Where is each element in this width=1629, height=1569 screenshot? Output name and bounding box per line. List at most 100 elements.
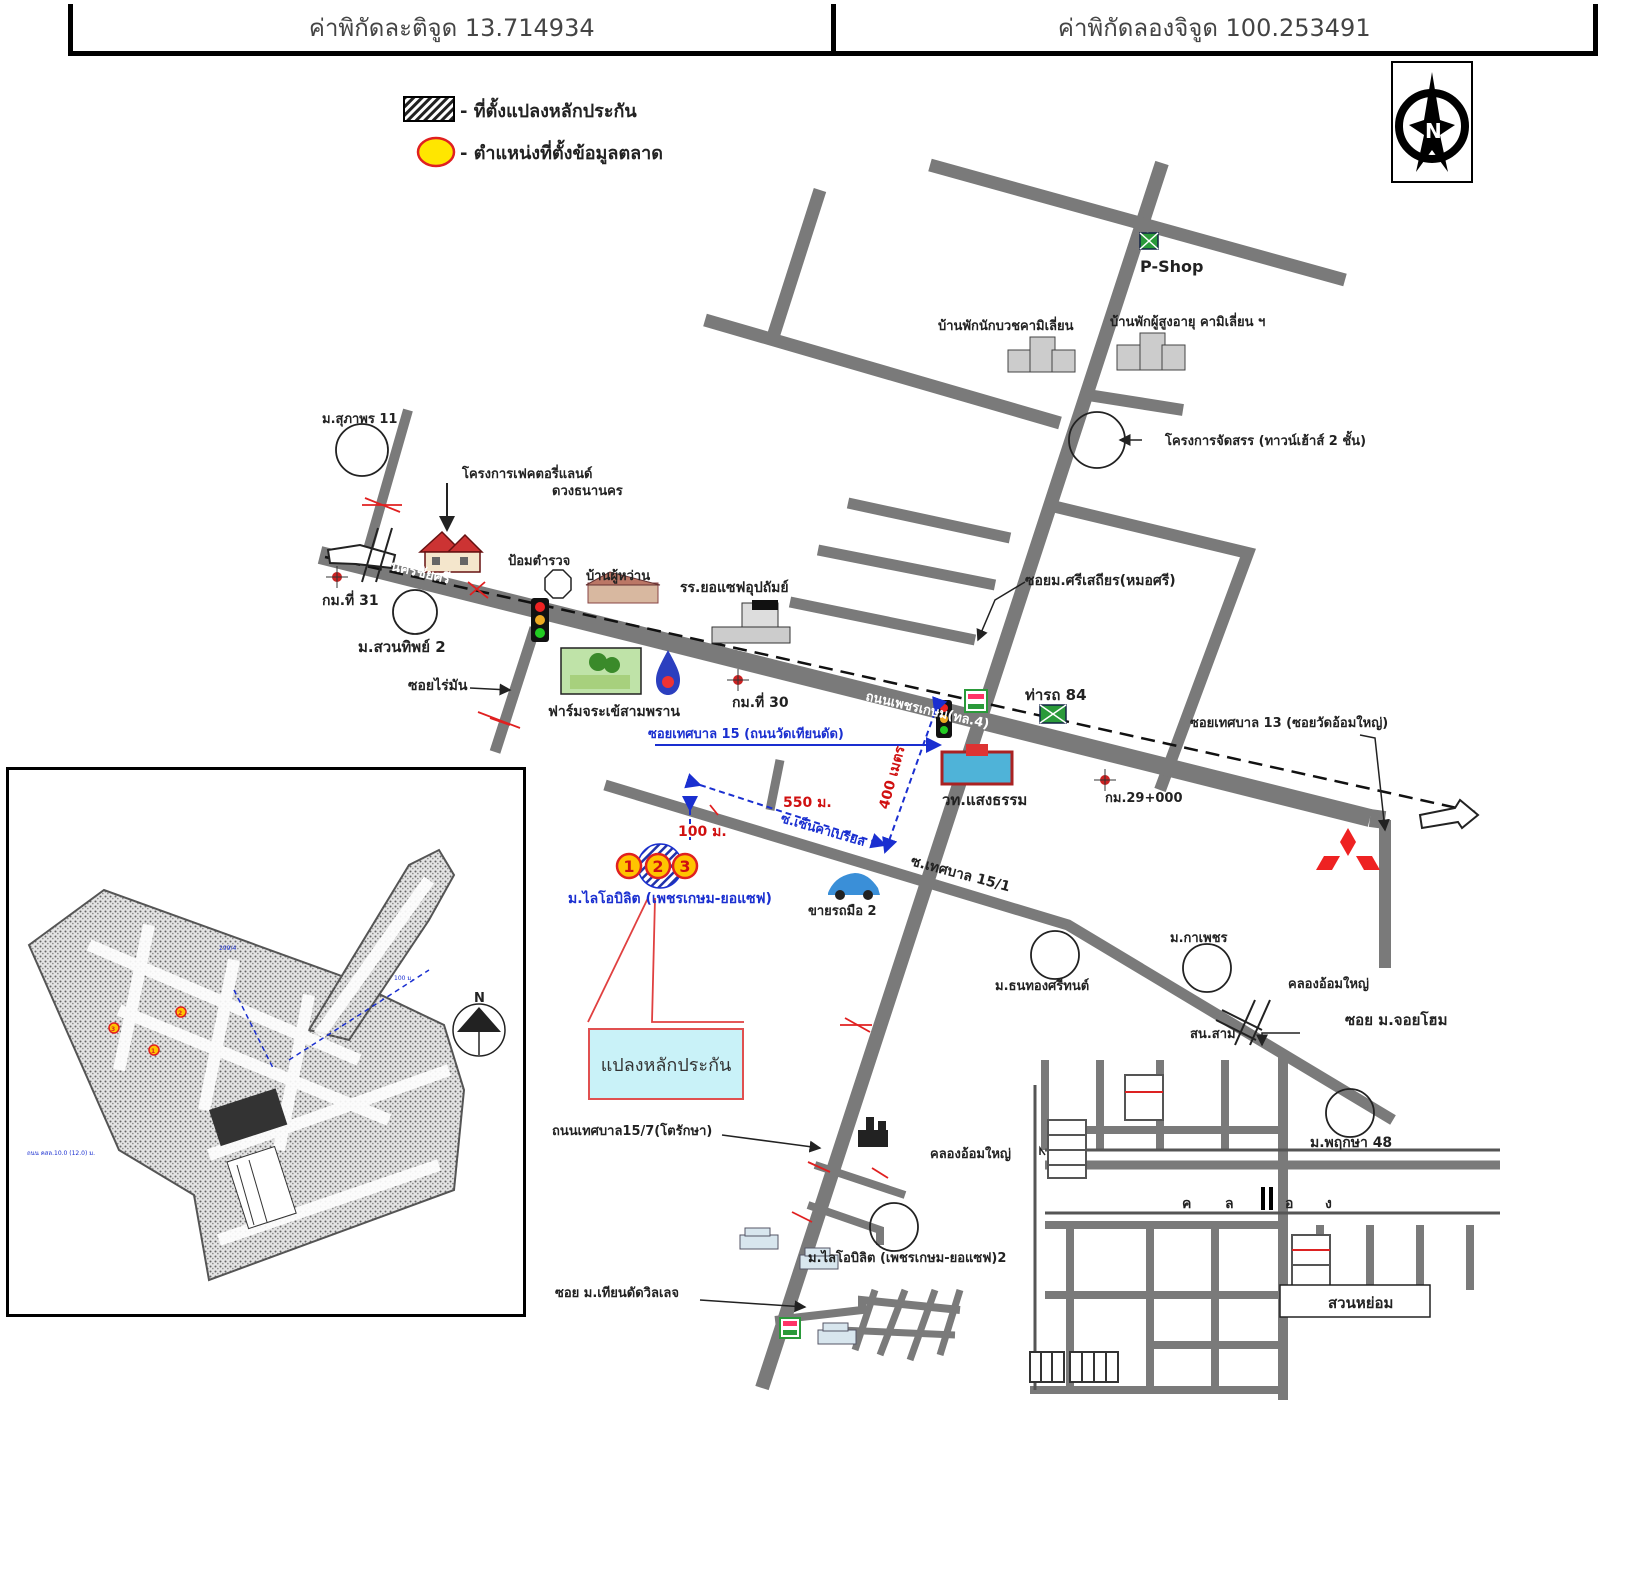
inset-north-label: N — [474, 991, 485, 1006]
housing-grid — [1029, 1060, 1500, 1394]
coordinate-bar: ค่าพิกัดละติจูด 13.714934 ค่าพิกัดลองจิจ… — [68, 4, 1598, 56]
bridge-marks — [361, 527, 1271, 1046]
site-plan-svg: 3 2 1 ถนน คสล.10.0 (12.0) ม. 299/4 100 ม… — [27, 848, 506, 1282]
estate-baan2 — [869, 1202, 919, 1252]
road-soi-right — [1087, 389, 1184, 416]
road-supaporn — [360, 408, 413, 562]
label-jaddsorn: โครงการจัดสรร (ทาวน์เฮ้าส์ 2 ชั้น) — [1164, 430, 1366, 449]
collateral-site: 1 2 3 — [587, 843, 744, 1023]
market-marker-2: 2 — [644, 852, 672, 880]
label-soi-tien: ซอย ม.เทียนดัดวิลเลจ — [555, 1285, 679, 1301]
inset-marker-1-label: 1 — [151, 1048, 155, 1055]
estate-thong — [1030, 930, 1080, 980]
label-sama: สน.สาม — [1190, 1027, 1236, 1042]
estate-supaporn — [335, 423, 389, 477]
label-dist-550: 550 ม. — [783, 795, 832, 811]
estate-pruksa — [1325, 1088, 1375, 1138]
building-icon-elderly-home — [1116, 332, 1186, 371]
latitude-label: ค่าพิกัดละติจูด 13.714934 — [308, 14, 595, 42]
inset-road-label: ถนน คสล.10.0 (12.0) ม. — [27, 1150, 95, 1157]
soi-left-1 — [846, 497, 1012, 544]
label-police: ป้อมตำรวจ — [508, 553, 570, 569]
label-project-line1: โครงการเฟคตอรี่แลนด์ — [461, 464, 592, 482]
car-icon — [828, 873, 880, 900]
mitsubishi-icon — [1316, 828, 1380, 870]
label-ng: ง — [1325, 1196, 1332, 1212]
inset-marker-3 — [108, 1022, 120, 1034]
landmark-icons — [326, 232, 1431, 1345]
market-marker-2-label: 2 — [652, 857, 663, 876]
label-o: อ — [1285, 1196, 1293, 1212]
label-thong: ม.ธนทองศรีทนต์ — [995, 978, 1089, 994]
inset-marker-1 — [148, 1044, 160, 1056]
legend-market-text: - ตำแหน่งที่ตั้งข้อมูลตลาด — [460, 139, 663, 165]
inset-dim2: 100 ม. — [394, 975, 413, 982]
label-elderly-home: บ้านพักผู้สูงอายุ คามิเลี่ยน ฯ — [1110, 312, 1265, 330]
legend-collateral-text: - ที่ตั้งแปลงหลักประกัน — [460, 97, 637, 122]
road-top-right — [928, 158, 1347, 287]
compass: N — [1391, 61, 1473, 183]
market-marker-3: 3 — [671, 852, 699, 880]
inset-marker-2 — [175, 1006, 187, 1018]
label-soi-rai-man: ซอยไร่มัน — [408, 676, 468, 694]
label-farm: ฟาร์มจระเข้สามพราน — [548, 703, 680, 720]
label-monk-home: บ้านพักนักบวชคามิเลี่ยน — [938, 316, 1074, 334]
label-ban-phu: บ้านผู้หว่าน — [586, 568, 650, 584]
police-box-icon — [544, 569, 572, 599]
collateral-callout: แปลงหลักประกัน — [588, 1028, 744, 1100]
leader-lines — [469, 434, 1390, 1313]
market-marker-1: 1 — [615, 852, 643, 880]
label-km29: กม.29+000 — [1105, 791, 1183, 806]
direction-arrow-east-icon — [1418, 798, 1480, 830]
label-baan-text: ม.ไลโอบิลิต (เพชรเกษม-ยอแซฟ) — [568, 889, 772, 907]
soi-stub — [765, 759, 785, 811]
label-km31: กม.ที่ 31 — [322, 590, 379, 609]
market-marker-3-label: 3 — [679, 857, 690, 876]
label-supaporn: ม.สุภาพร 11 — [322, 412, 397, 427]
label-suan-thip: ม.สวนทิพย์ 2 — [358, 638, 446, 656]
market-marker-1-label: 1 — [623, 857, 634, 876]
direction-arrow-west-icon — [326, 543, 397, 570]
label-soi-cho: ซอย ม.จอยโฮม — [1345, 1010, 1447, 1029]
label-road-15-7: ถนนเทศบาล15/7(โตรักษา) — [552, 1122, 712, 1139]
inset-marker-3-label: 3 — [111, 1026, 115, 1033]
legend: - ที่ตั้งแปลงหลักประกัน - ตำแหน่งที่ตั้ง… — [403, 96, 663, 168]
building-icon-monk-home — [1007, 336, 1076, 373]
label-khlong2: คลองอ้อมใหญ่ — [930, 1145, 1011, 1162]
inset-marker-2-label: 2 — [178, 1010, 182, 1017]
km-marker-icon — [326, 566, 1116, 791]
compass-star-icon — [1409, 72, 1455, 172]
house-icon-ban-phu — [585, 571, 661, 604]
label-kha: ค — [1182, 1196, 1191, 1212]
road-upper-left — [703, 313, 1062, 430]
label-school: รร.ยอแซฟอุปถัมย์ — [680, 579, 789, 596]
school-icon — [711, 600, 791, 644]
label-car-sale: ขายรถมือ 2 — [808, 903, 877, 919]
market-data-swatch — [416, 136, 456, 168]
college-icon — [940, 744, 1014, 786]
petchkasem-road — [317, 546, 1373, 827]
label-suan-hom: สวนหย่อม — [1328, 1294, 1393, 1312]
label-project-line2: ดวงธนานคร — [552, 484, 623, 499]
label-pshop: P-Shop — [1140, 257, 1203, 276]
label-college: วท.แสงธรรม — [942, 791, 1027, 809]
label-la: ล — [1225, 1196, 1234, 1212]
distance-lines — [655, 696, 948, 854]
petchkasem-centerline — [324, 555, 1476, 814]
label-kaphet: ม.กาเพชร — [1170, 931, 1228, 946]
road-rai-man — [489, 626, 541, 754]
estate-suan-thip — [392, 589, 438, 635]
factory-icon — [858, 1117, 888, 1147]
label-baan2: ม.ไลโอบิลิต (เพชรเกษม-ยอแซฟ)2 — [808, 1249, 1006, 1266]
collateral-hatch-swatch — [403, 96, 455, 122]
compass-north-label: N — [1425, 119, 1442, 143]
label-soi-sri: ซอยม.ศรีเสถียร(หมอศรี) — [1025, 573, 1176, 589]
label-pruksa: ม.พฤกษา 48 — [1310, 1135, 1392, 1151]
inset-north-icon: N — [452, 991, 506, 1057]
label-soi-15: ซอยเทศบาล 15 (ถนนวัดเทียนดัด) — [648, 726, 844, 742]
road-top-left-short — [765, 188, 827, 342]
longitude-label: ค่าพิกัดลองจิจูด 100.253491 — [830, 4, 1594, 51]
estate-kaphet — [1182, 943, 1232, 993]
